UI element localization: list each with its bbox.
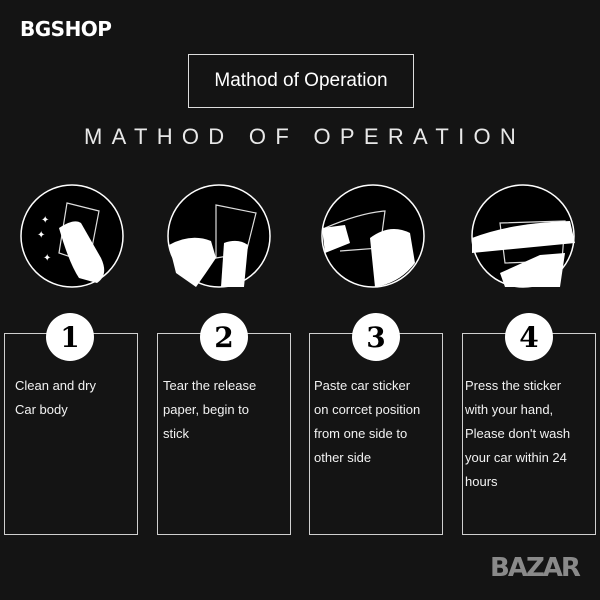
title: Mathod of Operation bbox=[214, 70, 388, 91]
step-line: your car within 24 bbox=[465, 450, 567, 465]
svg-text:✦: ✦ bbox=[41, 215, 49, 226]
step-line: paper, begin to bbox=[163, 402, 250, 417]
bazar-watermark: BAZAR bbox=[490, 553, 581, 583]
step-line: Clean and dry bbox=[15, 378, 96, 393]
step-3-number: 3 bbox=[352, 313, 400, 361]
step-1-text: Clean and dry Car body bbox=[15, 374, 145, 422]
step-line: stick bbox=[163, 426, 189, 441]
step-2-text: Tear the release paper, begin to stick bbox=[163, 374, 293, 446]
svg-text:✦: ✦ bbox=[37, 230, 45, 241]
svg-text:✦: ✦ bbox=[43, 253, 51, 264]
step-3-text: Paste car sticker on corrcet position fr… bbox=[314, 374, 444, 470]
step-line: from one side to bbox=[314, 426, 408, 441]
paste-hand-illustration-icon bbox=[321, 184, 425, 288]
step-line: Paste car sticker bbox=[314, 378, 411, 393]
step-4-number: 4 bbox=[505, 313, 553, 361]
step-4-text: Press the sticker with your hand, Please… bbox=[465, 374, 595, 494]
step-line: hours bbox=[465, 474, 498, 489]
step-line: Press the sticker bbox=[465, 378, 562, 393]
brand-logo: BGSHOP bbox=[20, 17, 112, 41]
step-line: Car body bbox=[15, 402, 68, 417]
peel-hand-illustration-icon bbox=[167, 184, 271, 288]
step-1-number: 1 bbox=[46, 313, 94, 361]
step-line: other side bbox=[314, 450, 372, 465]
step-2-number: 2 bbox=[200, 313, 248, 361]
press-hand-illustration-icon bbox=[471, 184, 575, 288]
title-box: Mathod of Operation bbox=[188, 54, 414, 108]
subtitle: MATHOD OF OPERATION bbox=[84, 124, 526, 149]
step-line: on corrcet position bbox=[314, 402, 421, 417]
step-line: Please don't wash bbox=[465, 426, 571, 441]
step-1-box bbox=[4, 333, 138, 535]
step-line: Tear the release bbox=[163, 378, 257, 393]
step-line: with your hand, bbox=[465, 402, 554, 417]
clean-hand-illustration-icon: ✦ ✦ ✦ bbox=[20, 184, 124, 288]
